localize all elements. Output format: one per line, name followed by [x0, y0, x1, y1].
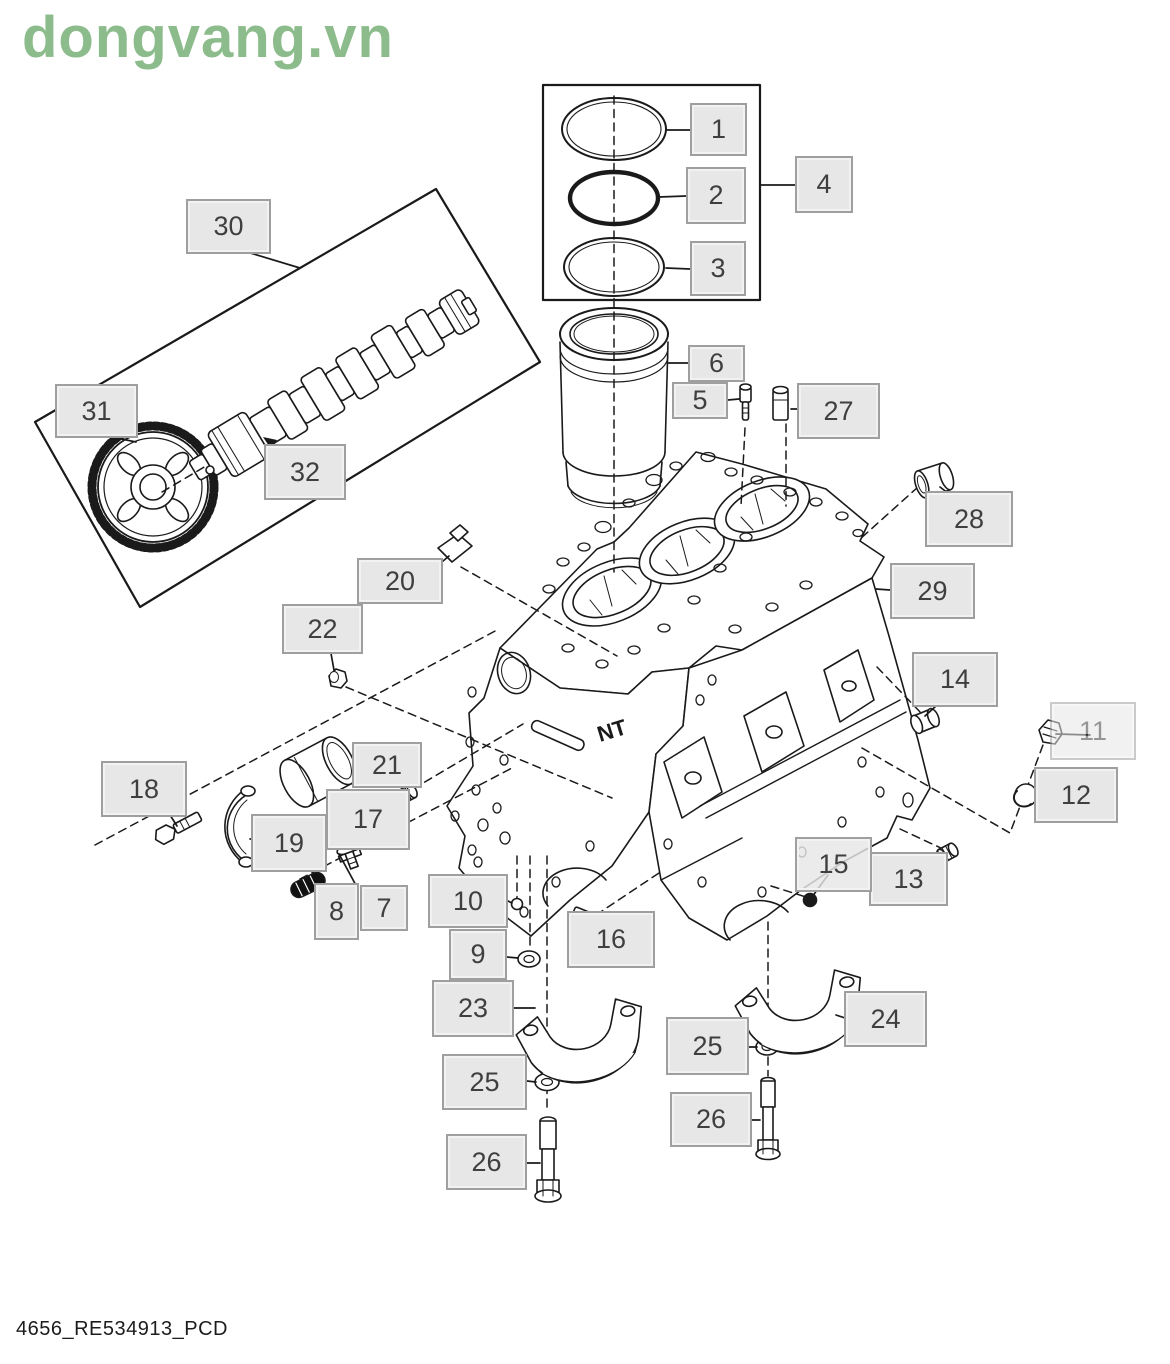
part-label-5: 5 — [672, 382, 728, 419]
part-label-9: 9 — [449, 929, 507, 980]
part-label-17: 17 — [326, 789, 410, 850]
part-label-26b: 26 — [670, 1092, 752, 1147]
part-14-plug — [910, 707, 940, 735]
part-15-ball — [802, 892, 818, 908]
part-label-11: 11 — [1050, 702, 1136, 760]
part-label-15: 15 — [795, 837, 872, 892]
part-label-20: 20 — [357, 558, 443, 604]
part-label-25b: 25 — [666, 1017, 749, 1075]
part-label-8: 8 — [314, 883, 359, 940]
part-label-29: 29 — [890, 563, 975, 619]
part-label-32: 32 — [264, 444, 346, 500]
part-8-spring-pin — [290, 871, 326, 899]
part-19-thrust-plate — [224, 785, 256, 868]
part-17-bushing — [279, 736, 357, 808]
part-20-plug — [437, 524, 473, 563]
part-label-25a: 25 — [442, 1054, 527, 1110]
part-label-30: 30 — [186, 199, 271, 254]
camshaft-drawing — [188, 289, 480, 481]
drawing-code-text: 4656_RE534913_PCD — [16, 1318, 228, 1340]
part-label-14: 14 — [912, 652, 998, 707]
part-label-19: 19 — [251, 814, 327, 872]
part-18-bolt — [154, 811, 203, 846]
part-label-27: 27 — [797, 383, 880, 439]
part-label-21: 21 — [352, 742, 422, 788]
part-label-16: 16 — [567, 911, 655, 968]
bearing-cap-24-drawing — [734, 969, 862, 1055]
part-label-18: 18 — [101, 761, 187, 817]
part-label-22: 22 — [282, 604, 363, 654]
bearing-cap-23-drawing — [515, 998, 643, 1084]
part-label-24: 24 — [844, 991, 927, 1047]
part-label-4: 4 — [795, 156, 853, 213]
part-9-washer — [517, 950, 541, 968]
part-label-13: 13 — [869, 852, 948, 906]
small-parts — [154, 383, 1063, 1203]
part-12-ring — [1012, 783, 1038, 808]
part-27-pin — [772, 385, 789, 421]
camshaft-gear-drawing — [87, 421, 219, 553]
part-label-1: 1 — [690, 103, 747, 156]
part-label-10: 10 — [428, 874, 508, 928]
part-label-28: 28 — [925, 491, 1013, 547]
part-5-stud — [739, 383, 752, 421]
part-label-12: 12 — [1034, 767, 1118, 823]
part-label-31: 31 — [55, 384, 138, 438]
part-22-plug — [328, 668, 348, 689]
part-label-7: 7 — [360, 885, 408, 931]
part-label-3: 3 — [690, 241, 746, 296]
part-label-2: 2 — [686, 167, 746, 224]
part-label-6: 6 — [688, 345, 745, 382]
part-10-oring — [510, 897, 524, 911]
watermark-text: dongvang.vn — [22, 5, 394, 70]
part-label-23: 23 — [432, 980, 514, 1037]
part-label-26a: 26 — [446, 1134, 527, 1190]
part-26b-bolt — [755, 1076, 781, 1161]
part-26a-bolt — [534, 1116, 562, 1203]
